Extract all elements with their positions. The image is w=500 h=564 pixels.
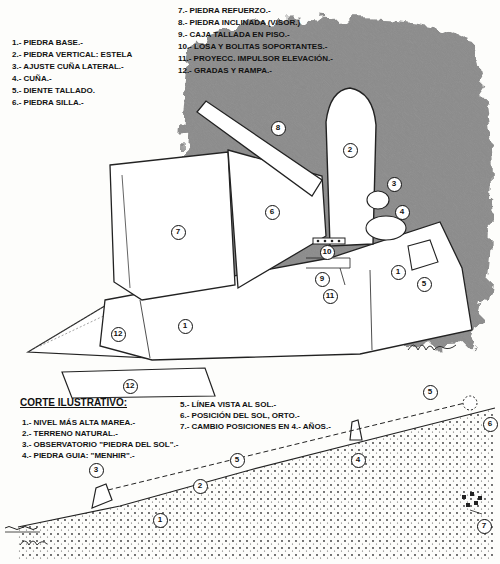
callout-circle: 3 — [89, 463, 104, 478]
callout-number: 4 — [400, 208, 404, 216]
signature — [408, 345, 456, 350]
key-item: 9.- CAJA TALLADA EN PISO.- — [178, 30, 290, 40]
callout-number: 3 — [392, 180, 396, 188]
menhir — [350, 420, 362, 440]
callout-number: 1 — [183, 322, 187, 330]
callout-number: 2 — [198, 482, 202, 490]
callout-number: 12 — [114, 330, 123, 338]
observatory-stone — [92, 484, 112, 508]
callout-circle: 5 — [230, 453, 245, 468]
key-item: 2.- TERRENO NATURAL.- — [22, 429, 118, 439]
wedge — [366, 216, 406, 240]
callout-number: 1 — [396, 268, 400, 276]
callout-circle: 11 — [323, 289, 338, 304]
callout-circle: 7 — [477, 519, 492, 534]
slab — [313, 238, 345, 244]
key-item: 1.- NIVEL MÁS ALTA MAREA.- — [22, 418, 135, 428]
key-item: 12.- GRADAS Y RAMPA.- — [178, 66, 272, 76]
callout-circle: 9 — [315, 272, 330, 287]
key-item: 11.- PROYECC. IMPULSOR ELEVACIÓN.- — [178, 54, 333, 64]
callout-circle: 1 — [153, 513, 168, 528]
callout-circle: 2 — [193, 479, 208, 494]
reinforcement-stone — [110, 152, 235, 300]
callout-number: 3 — [94, 466, 98, 474]
callout-number: 5 — [428, 388, 432, 396]
key-item: 5.- DIENTE TALLADO. — [12, 86, 95, 96]
callout-number: 6 — [270, 208, 274, 216]
key-item: 3.- OBSERVATORIO "PIEDRA DEL SOL".- — [22, 440, 178, 450]
key-item: 6.- POSICIÓN DEL SOL, ORTO.- — [180, 411, 300, 421]
key-item: 4.- CUÑA.- — [12, 74, 52, 84]
callout-circle: 3 — [387, 177, 402, 192]
ramp-stone — [62, 368, 215, 398]
callout-circle: 4 — [395, 205, 410, 220]
callout-number: 8 — [276, 124, 280, 132]
key-item: 7.- CAMBIO POSICIONES EN 4.- AÑOS.- — [180, 422, 331, 432]
position-marks — [462, 492, 482, 507]
key-item: 1.- PIEDRA BASE.- — [12, 38, 83, 48]
key-item: 8.- PIEDRA INCLINADA (VISOR.) — [178, 18, 300, 28]
callout-circle: 1 — [391, 265, 406, 280]
callout-circle: 7 — [171, 225, 186, 240]
carved-tooth — [408, 240, 438, 270]
callout-number: 7 — [176, 228, 180, 236]
callout-circle: 6 — [483, 417, 498, 432]
callout-number: 5 — [422, 280, 426, 288]
key-item: 10.- LOSA Y BOLITAS SOPORTANTES.- — [178, 42, 327, 52]
key-item: 2.- PIEDRA VERTICAL: ESTELA — [12, 50, 132, 60]
signature — [20, 541, 47, 545]
callout-circle: 8 — [271, 121, 286, 136]
callout-circle: 12 — [123, 379, 138, 394]
callout-circle: 6 — [265, 205, 280, 220]
callout-number: 4 — [356, 456, 360, 464]
callout-number: 12 — [126, 382, 135, 390]
key-item: 6.- PIEDRA SILLA.- — [12, 98, 84, 108]
callout-number: 9 — [320, 275, 324, 283]
key-item: 5.- LÍNEA VISTA AL SOL.- — [180, 400, 276, 410]
key-item: 3.- AJUSTE CUÑA LATERAL.- — [12, 62, 124, 72]
lateral-wedge — [367, 191, 389, 209]
key-item: 4.- PIEDRA GUIA: "MENHIR".- — [22, 451, 135, 461]
callout-circle: 1 — [178, 319, 193, 334]
callout-circle: 4 — [351, 453, 366, 468]
callout-circle: 10 — [320, 245, 335, 260]
callout-number: 10 — [323, 248, 332, 256]
callout-number: 6 — [488, 420, 492, 428]
section-heading: CORTE ILUSTRATIVO: — [20, 398, 127, 408]
tide-level — [5, 527, 37, 530]
callout-circle: 5 — [417, 277, 432, 292]
callout-number: 11 — [326, 292, 334, 300]
callout-number: 7 — [482, 522, 486, 530]
inclined-stone — [197, 101, 322, 196]
callout-number: 2 — [348, 146, 352, 154]
callout-circle: 5 — [423, 385, 438, 400]
callout-circle: 12 — [111, 327, 126, 342]
carved-box — [306, 258, 350, 268]
key-item: 7.- PIEDRA REFUERZO.- — [178, 6, 271, 16]
natural-ground — [18, 408, 495, 560]
callout-circle: 2 — [343, 143, 358, 158]
callout-number: 1 — [158, 516, 162, 524]
sun-position — [463, 396, 477, 410]
callout-number: 5 — [235, 456, 239, 464]
